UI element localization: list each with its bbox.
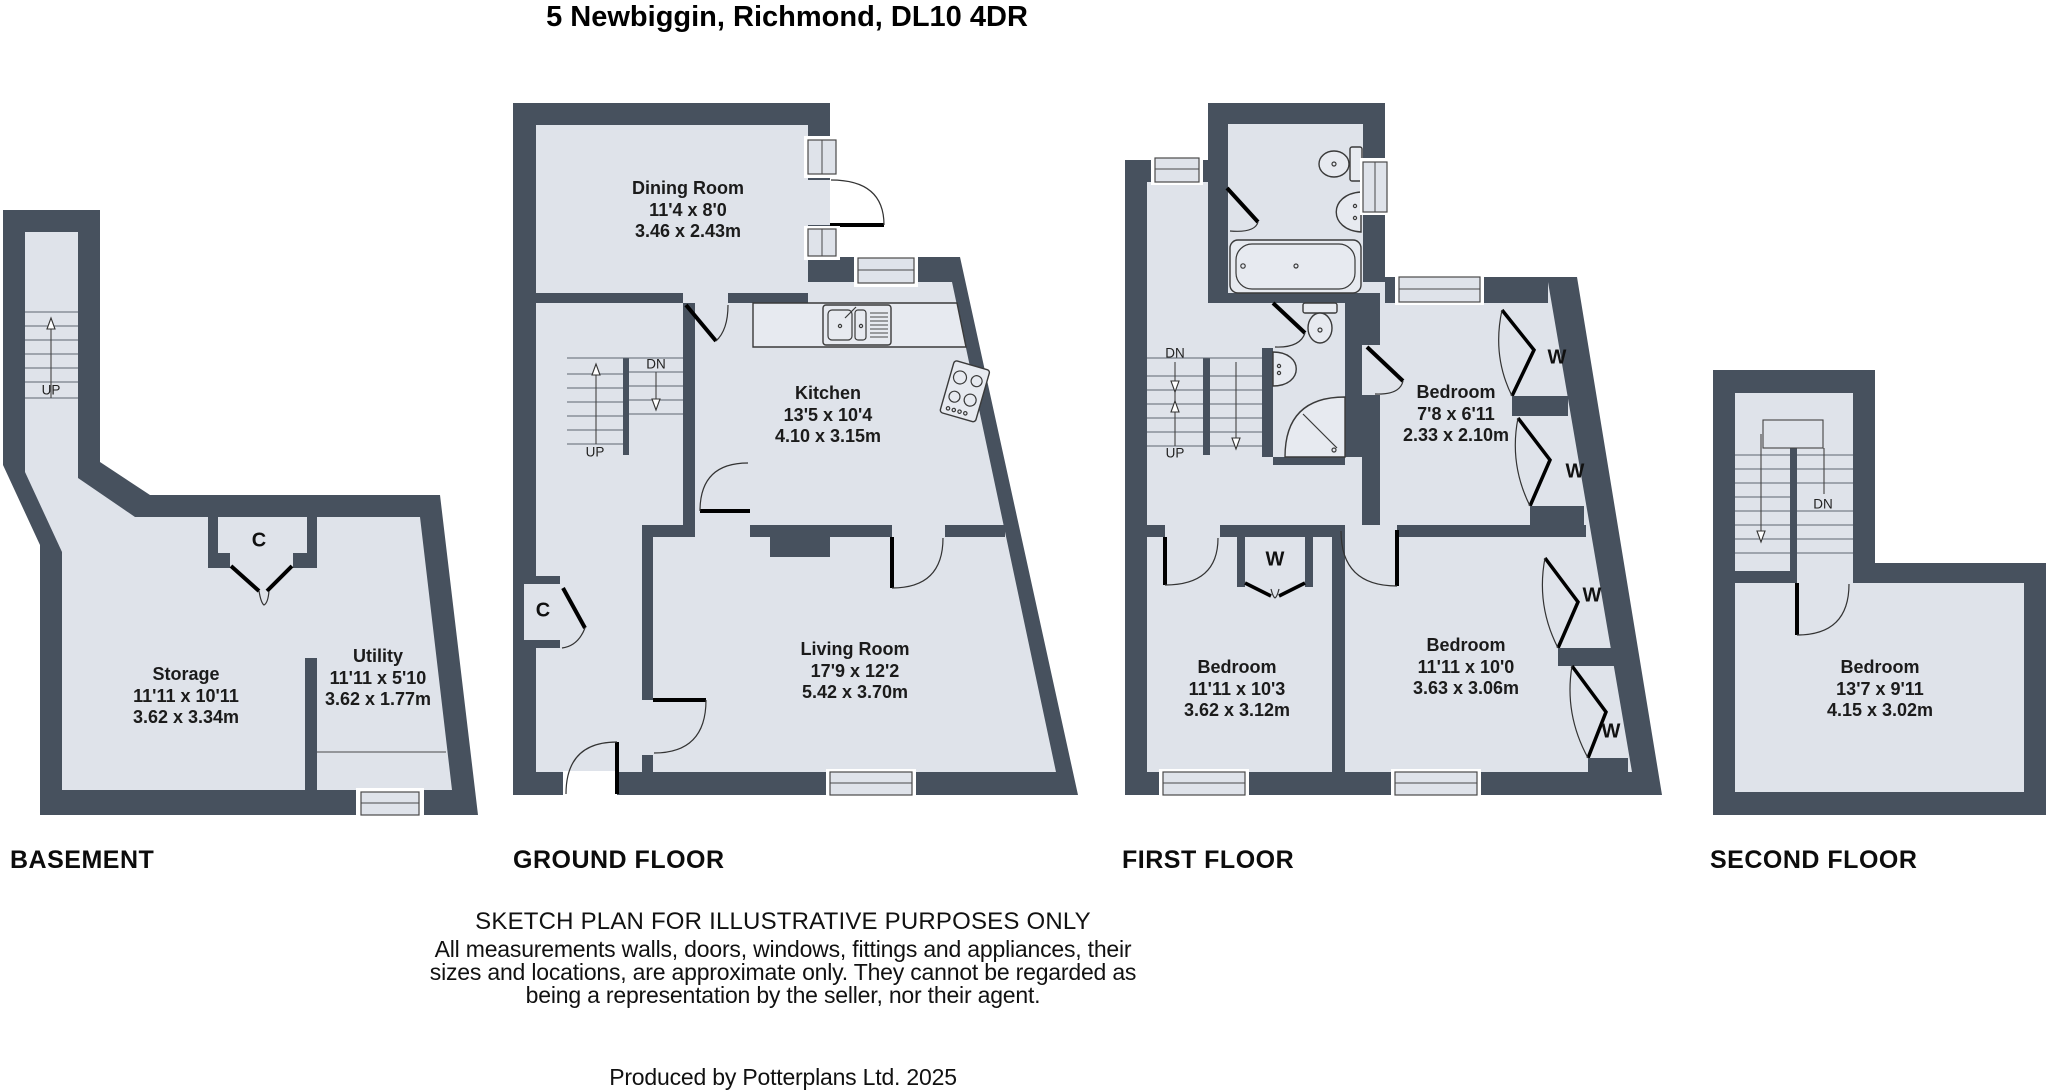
room-size-metric: 4.10 x 3.15m [774,425,882,446]
up-label: UP [1165,445,1185,461]
room-name: Bedroom [1426,634,1506,655]
bedroom1-window [1159,769,1249,798]
basement-plan [3,210,478,819]
wardrobe-label: W [1265,548,1285,571]
room-size-imperial: 11'11 x 10'11 [133,685,239,706]
wardrobe-label: W [1582,584,1602,607]
room-size-imperial: 7'8 x 6'11 [1417,403,1495,424]
footer-credit: Produced by Potterplans Ltd. 2025 [609,1064,957,1090]
basement-stairs [25,311,78,399]
ground-stairs [567,357,683,445]
room-size-imperial: 11'11 x 10'0 [1417,656,1515,677]
wc-basin [1272,351,1297,387]
page-title: 5 Newbiggin, Richmond, DL10 4DR [546,1,1028,33]
footer-disclaimer-line: sizes and locations, are approximate onl… [429,959,1137,985]
room-label-bedroom-small: Bedroom 7'8 x 6'11 2.33 x 2.10m [1403,382,1509,447]
dining-window-1 [804,136,840,178]
room-label-bedroom-right: Bedroom 11'11 x 10'0 3.63 x 3.06m [1413,635,1519,700]
wardrobe-label: W [1547,346,1567,369]
basement-divider-wall [305,658,317,790]
dn-label: DN [1165,345,1185,361]
basement-cupboard-wall [208,517,218,568]
room-label-living: Living Room 17'9 x 12'2 5.42 x 3.70m [801,639,910,704]
small-bedroom-door [1365,345,1405,383]
wardrobe-label: W [1601,720,1621,743]
bathroom-toilet [1318,146,1363,182]
cupboard-label: C [535,599,551,622]
room-name: Bedroom [1416,381,1496,402]
wardrobe-label: W [1565,460,1585,483]
room-name: Living Room [800,638,910,659]
caption-ground: GROUND FLOOR [513,846,725,874]
room-name: Bedroom [1197,656,1277,677]
corner-shower [1284,396,1346,458]
footer-heading: SKETCH PLAN FOR ILLUSTRATIVE PURPOSES ON… [475,908,1091,935]
ground-floor-plan [513,103,1078,798]
room-size-imperial: 11'4 x 8'0 [649,199,727,220]
caption-second: SECOND FLOOR [1710,846,1918,874]
room-size-metric: 5.42 x 3.70m [801,681,909,702]
caption-basement: BASEMENT [10,846,155,874]
wc-toilet [1302,302,1338,344]
cupboard-label: C [251,529,267,552]
first-floor-plan [1125,103,1662,798]
room-size-metric: 3.46 x 2.43m [634,220,742,241]
dn-label: DN [1813,496,1833,512]
room-size-imperial: 11'11 x 5'10 [329,667,427,688]
room-label-utility: Utility 11'11 x 5'10 3.62 x 1.77m [325,646,431,711]
room-size-metric: 3.62 x 1.77m [324,688,432,709]
room-name: Bedroom [1840,656,1920,677]
dining-window-2 [804,226,840,260]
wardrobes [1498,308,1628,772]
room-size-metric: 2.33 x 2.10m [1402,424,1510,445]
small-bedroom-window [1395,273,1484,305]
landing-window [1151,154,1203,185]
kitchen-window [854,254,918,287]
room-label-bedroom-second: Bedroom 13'7 x 9'11 4.15 x 3.02m [1827,657,1933,722]
chimney-breast [770,537,830,557]
room-name: Dining Room [632,177,744,198]
basement-window [356,788,424,819]
room-name: Storage [152,663,220,684]
room-size-metric: 4.15 x 3.02m [1826,699,1934,720]
ground-cupboard [524,576,587,649]
living-window [826,769,916,798]
room-size-metric: 3.62 x 3.12m [1183,699,1291,720]
closet [1237,537,1313,599]
up-label: UP [41,382,61,398]
first-stairs [1147,357,1262,455]
room-size-metric: 3.63 x 3.06m [1412,677,1520,698]
dn-label: DN [646,356,666,372]
kitchen-sink [822,304,892,346]
up-label: UP [585,444,605,460]
bedroom2-window [1391,769,1481,798]
second-stairs [1735,419,1853,575]
bathroom-door [1225,186,1260,224]
front-door [563,741,619,797]
bathtub [1229,239,1362,294]
dining-door [684,303,718,343]
room-size-imperial: 17'9 x 12'2 [810,660,900,681]
room-size-metric: 3.62 x 3.34m [132,706,240,727]
caption-first: FIRST FLOOR [1122,846,1295,874]
bathroom-window [1360,158,1391,215]
room-label-storage: Storage 11'11 x 10'11 3.62 x 3.34m [133,664,239,729]
bathroom-basin [1335,191,1362,233]
room-label-dining: Dining Room 11'4 x 8'0 3.46 x 2.43m [632,178,744,243]
second-floor-plan [1713,370,2046,815]
room-size-imperial: 13'5 x 10'4 [783,404,873,425]
kitchen-hob [939,360,991,423]
footer-disclaimer-line: All measurements walls, doors, windows, … [434,936,1132,962]
room-size-imperial: 13'7 x 9'11 [1836,678,1924,699]
room-name: Utility [352,645,403,666]
footer-disclaimer-line: being a representation by the seller, no… [525,982,1041,1008]
cupboard-door [229,564,261,593]
room-label-bedroom-left: Bedroom 11'11 x 10'3 3.62 x 3.12m [1184,657,1290,722]
shower-room-door [1271,301,1307,335]
room-label-kitchen: Kitchen 13'5 x 10'4 4.10 x 3.15m [775,383,881,448]
back-door [808,179,885,227]
room-size-imperial: 11'11 x 10'3 [1188,678,1286,699]
room-name: Kitchen [794,382,861,403]
